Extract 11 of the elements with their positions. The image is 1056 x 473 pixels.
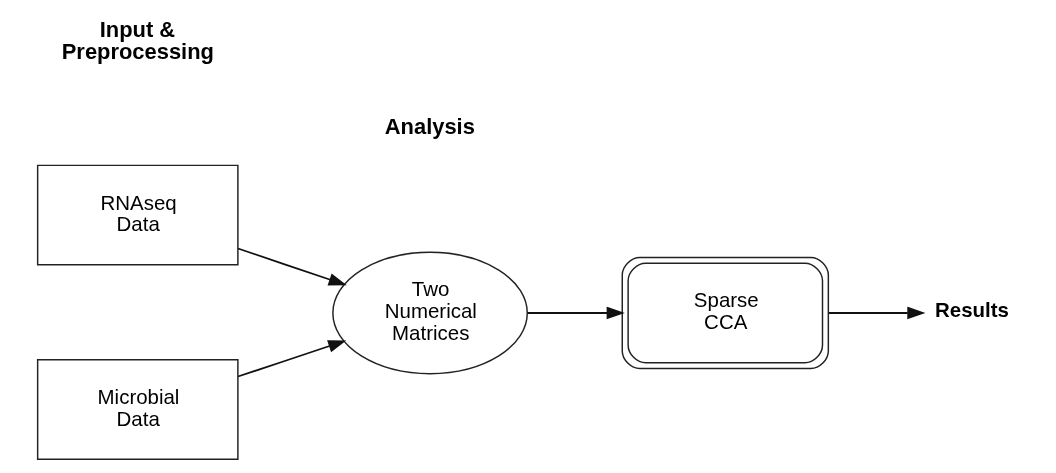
arrow [237,339,347,377]
node-text: Results [935,297,1009,321]
node-box: Microbial Data [36,358,239,460]
node-box: Sparse CCA [621,256,830,369]
arrow [526,306,625,319]
label: Analysis [384,113,475,139]
node-box: RNAseq Data [36,164,239,265]
node-ellipse: Two Numerical Matrices [332,251,528,374]
arrow [237,247,347,285]
label: Input & Preprocessing [61,16,214,64]
arrow [828,306,926,319]
